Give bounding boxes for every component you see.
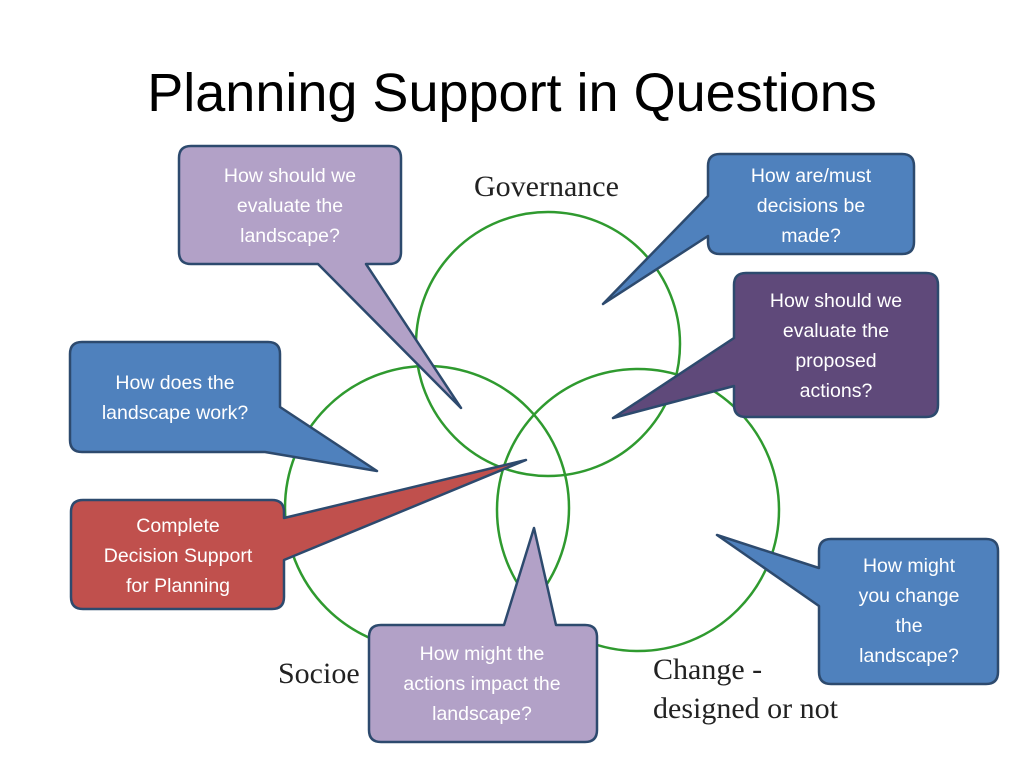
callout-landscape-work: How does the landscape work?: [68, 340, 379, 473]
callout-decisions-made: How are/must decisions be made?: [601, 152, 916, 306]
callout-change-landscape-text: How might you change the landscape?: [859, 555, 960, 667]
callout-line: actions?: [800, 380, 873, 402]
callout-line: landscape?: [432, 703, 532, 725]
callout-line: Decision Support: [104, 545, 253, 567]
callout-evaluate-landscape: How should we evaluate the landscape?: [177, 144, 463, 410]
callout-line: How should we: [224, 165, 356, 187]
callout-evaluate-actions-text: How should we evaluate the proposed actions…: [770, 290, 902, 402]
callout-line: How should we: [770, 290, 902, 312]
callout-line: How might: [863, 555, 956, 577]
change-label-line1: Change -: [653, 653, 762, 686]
governance-circle: [414, 210, 682, 478]
change-label-line2: designed or not: [653, 692, 839, 725]
callout-line: actions impact the: [403, 673, 560, 695]
callout-evaluate-actions: How should we evaluate the proposed actions…: [611, 271, 940, 420]
callout-line: you change: [859, 585, 960, 607]
callout-line: How does the: [115, 372, 234, 394]
callout-actions-impact-text: How might the actions impact the landscape…: [403, 643, 560, 725]
callout-line: landscape?: [859, 645, 959, 667]
callout-line: Complete: [136, 515, 219, 537]
callout-line: proposed: [795, 350, 876, 372]
callout-line: How are/must: [751, 165, 872, 187]
callout-line: made?: [781, 225, 841, 247]
callout-line: for Planning: [126, 575, 230, 597]
callout-change-landscape: How might you change the landscape?: [715, 533, 1000, 686]
callout-decisions-made-text: How are/must decisions be made?: [751, 165, 872, 247]
callout-line: How might the: [420, 643, 545, 665]
callout-evaluate-landscape-text: How should we evaluate the landscape?: [224, 165, 356, 247]
change-circle: [495, 367, 781, 653]
callout-actions-impact: How might the actions impact the landscape…: [367, 526, 599, 744]
callout-line: the: [895, 615, 922, 637]
callout-line: evaluate the: [237, 195, 343, 217]
callout-landscape-work-text: How does the landscape work?: [102, 372, 248, 424]
socio-label: Socioe: [278, 657, 360, 690]
slide-title: Planning Support in Questions: [147, 63, 877, 123]
callout-line: landscape work?: [102, 402, 248, 424]
callout-line: evaluate the: [783, 320, 889, 342]
callout-line: landscape?: [240, 225, 340, 247]
callout-line: decisions be: [757, 195, 865, 217]
governance-label: Governance: [474, 170, 619, 203]
